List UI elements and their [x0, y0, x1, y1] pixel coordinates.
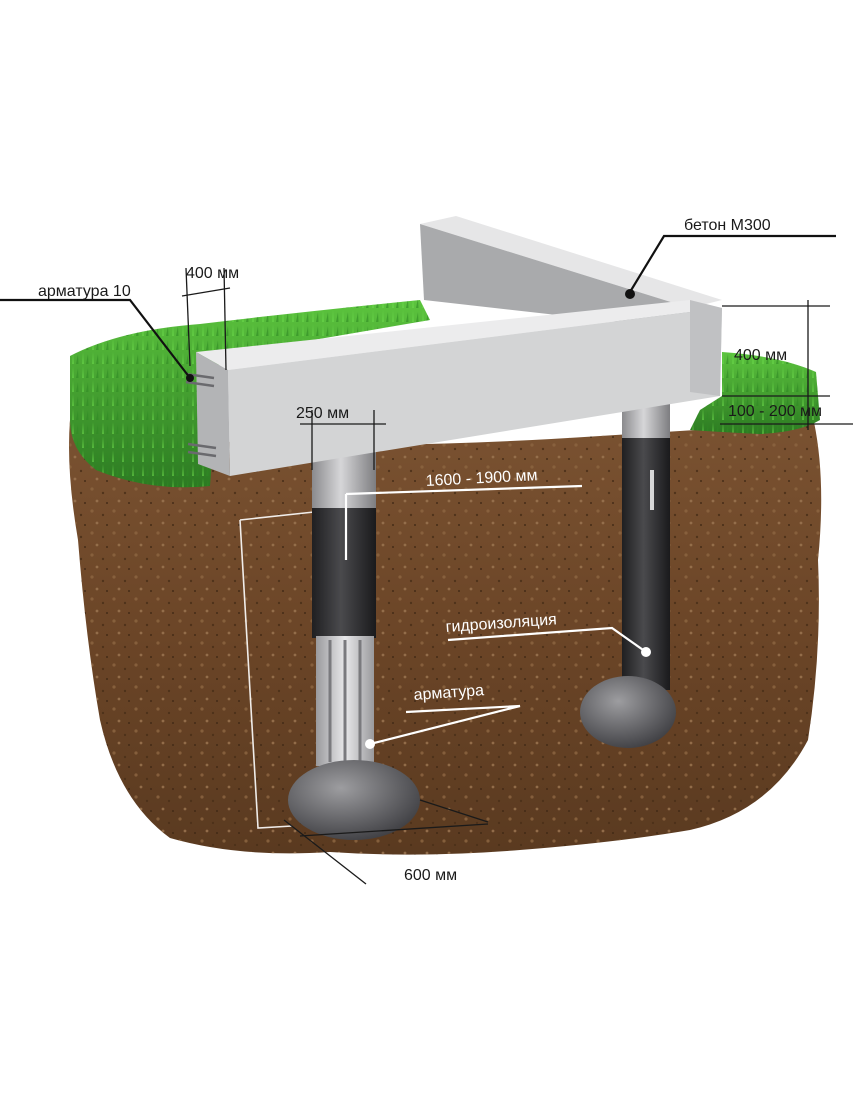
- label-base-diameter: 600 мм: [404, 867, 457, 884]
- label-beam-height: 400 мм: [734, 347, 787, 364]
- grass-right-blades: [690, 352, 820, 434]
- leader-dot-waterproofing: [641, 647, 651, 657]
- pile-left: [288, 452, 420, 840]
- leader-dot-concrete: [625, 289, 635, 299]
- dimension-lines-dark: [181, 267, 853, 885]
- label-concrete: бетон М300: [684, 217, 771, 234]
- leader-lines: [0, 234, 836, 746]
- leader-dot-rebar10: [186, 374, 194, 382]
- grass-left-blades: [70, 300, 430, 488]
- label-rebar: арматура: [413, 682, 485, 704]
- leader-dot-rebar: [365, 739, 375, 749]
- shaft-outline: [239, 511, 315, 829]
- label-beam-width: 400 мм: [186, 265, 239, 282]
- concrete-beam: [185, 216, 722, 476]
- label-gap: 100 - 200 мм: [728, 403, 822, 420]
- label-rebar10: арматура 10: [38, 283, 131, 300]
- label-pile-depth: 1600 - 1900 мм: [425, 467, 538, 490]
- label-pile-diameter: 250 мм: [296, 405, 349, 422]
